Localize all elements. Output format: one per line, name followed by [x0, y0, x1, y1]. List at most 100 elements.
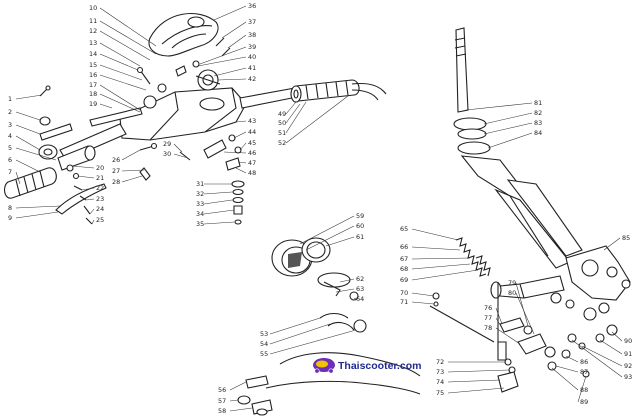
callout-35: 35 — [196, 220, 204, 228]
callout-numbers: 1 2 3 4 5 6 7 8 9 10 11 12 13 14 15 16 1… — [8, 2, 632, 415]
callout-3: 3 — [8, 121, 12, 129]
callout-33: 33 — [196, 200, 204, 208]
callout-13: 13 — [89, 39, 97, 47]
callout-39: 39 — [248, 43, 256, 51]
callout-45: 45 — [248, 139, 256, 147]
callout-74: 74 — [436, 378, 444, 386]
callout-56: 56 — [218, 386, 226, 394]
callout-10: 10 — [89, 4, 97, 12]
callout-90: 90 — [624, 337, 632, 345]
callout-88: 88 — [580, 386, 588, 394]
callout-76: 76 — [484, 304, 492, 312]
callout-12: 12 — [89, 27, 97, 35]
callout-66: 66 — [400, 243, 408, 251]
callout-1: 1 — [8, 95, 12, 103]
callout-52: 52 — [278, 139, 286, 147]
callout-67: 67 — [400, 255, 408, 263]
callout-68: 68 — [400, 265, 408, 273]
callout-47: 47 — [248, 159, 256, 167]
callout-17: 17 — [89, 81, 97, 89]
callout-72: 72 — [436, 358, 444, 366]
callout-57: 57 — [218, 397, 226, 405]
callout-30: 30 — [163, 150, 171, 158]
fork-assembly — [429, 27, 631, 393]
callout-31: 31 — [196, 180, 204, 188]
callout-8: 8 — [8, 204, 12, 212]
callout-44: 44 — [248, 128, 256, 136]
callout-60: 60 — [356, 222, 364, 230]
callout-84: 84 — [534, 129, 542, 137]
callout-51: 51 — [278, 129, 286, 137]
callout-38: 38 — [248, 31, 256, 39]
callout-63: 63 — [356, 285, 364, 293]
callout-79: 79 — [508, 279, 516, 287]
callout-77: 77 — [484, 314, 492, 322]
callout-85: 85 — [622, 234, 630, 242]
callout-89: 89 — [580, 398, 588, 406]
callout-93: 93 — [624, 373, 632, 381]
callout-24: 24 — [96, 205, 104, 213]
callout-64: 64 — [356, 295, 364, 303]
callout-40: 40 — [248, 53, 256, 61]
callout-23: 23 — [96, 195, 104, 203]
callout-2: 2 — [8, 108, 12, 116]
callout-86: 86 — [580, 358, 588, 366]
callout-41: 41 — [248, 64, 256, 72]
callout-25: 25 — [96, 216, 104, 224]
callout-19: 19 — [89, 100, 97, 108]
callout-58: 58 — [218, 407, 226, 415]
watermark: Thaiscooter.com — [313, 358, 421, 374]
callout-49: 49 — [278, 110, 286, 118]
callout-20: 20 — [96, 164, 104, 172]
callout-69: 69 — [400, 276, 408, 284]
callout-78: 78 — [484, 324, 492, 332]
scooter-logo-icon — [313, 358, 335, 374]
callout-27: 27 — [112, 167, 120, 175]
callout-21: 21 — [96, 174, 104, 182]
watermark-text: Thaiscooter.com — [338, 360, 421, 372]
callout-37: 37 — [248, 18, 256, 26]
callout-28: 28 — [112, 178, 120, 186]
callout-15: 15 — [89, 61, 97, 69]
callout-92: 92 — [624, 362, 632, 370]
callout-80: 80 — [508, 289, 516, 297]
callout-75: 75 — [436, 389, 444, 397]
callout-4: 4 — [8, 132, 12, 140]
handlebar-assembly — [3, 12, 387, 225]
callout-71: 71 — [400, 298, 408, 306]
callout-36: 36 — [248, 2, 256, 10]
callout-14: 14 — [89, 50, 97, 58]
callout-7: 7 — [8, 168, 12, 176]
callout-73: 73 — [436, 368, 444, 376]
callout-18: 18 — [89, 90, 97, 98]
callout-5: 5 — [8, 144, 12, 152]
callout-55: 55 — [260, 350, 268, 358]
callout-70: 70 — [400, 289, 408, 297]
leader-lines — [15, 5, 623, 412]
callout-59: 59 — [356, 212, 364, 220]
callout-9: 9 — [8, 214, 12, 222]
callout-29: 29 — [163, 140, 171, 148]
speedometer-assembly — [237, 237, 421, 416]
callout-54: 54 — [260, 340, 268, 348]
callout-62: 62 — [356, 275, 364, 283]
callout-48: 48 — [248, 169, 256, 177]
callout-81: 81 — [534, 99, 542, 107]
callout-83: 83 — [534, 119, 542, 127]
callout-6: 6 — [8, 156, 12, 164]
callout-82: 82 — [534, 109, 542, 117]
callout-53: 53 — [260, 330, 268, 338]
callout-65: 65 — [400, 225, 408, 233]
callout-91: 91 — [624, 350, 632, 358]
callout-43: 43 — [248, 117, 256, 125]
callout-34: 34 — [196, 210, 204, 218]
callout-61: 61 — [356, 233, 364, 241]
callout-26: 26 — [112, 156, 120, 164]
callout-16: 16 — [89, 71, 97, 79]
callout-42: 42 — [248, 75, 256, 83]
callout-87: 87 — [580, 368, 588, 376]
callout-22: 22 — [96, 184, 104, 192]
callout-46: 46 — [248, 149, 256, 157]
